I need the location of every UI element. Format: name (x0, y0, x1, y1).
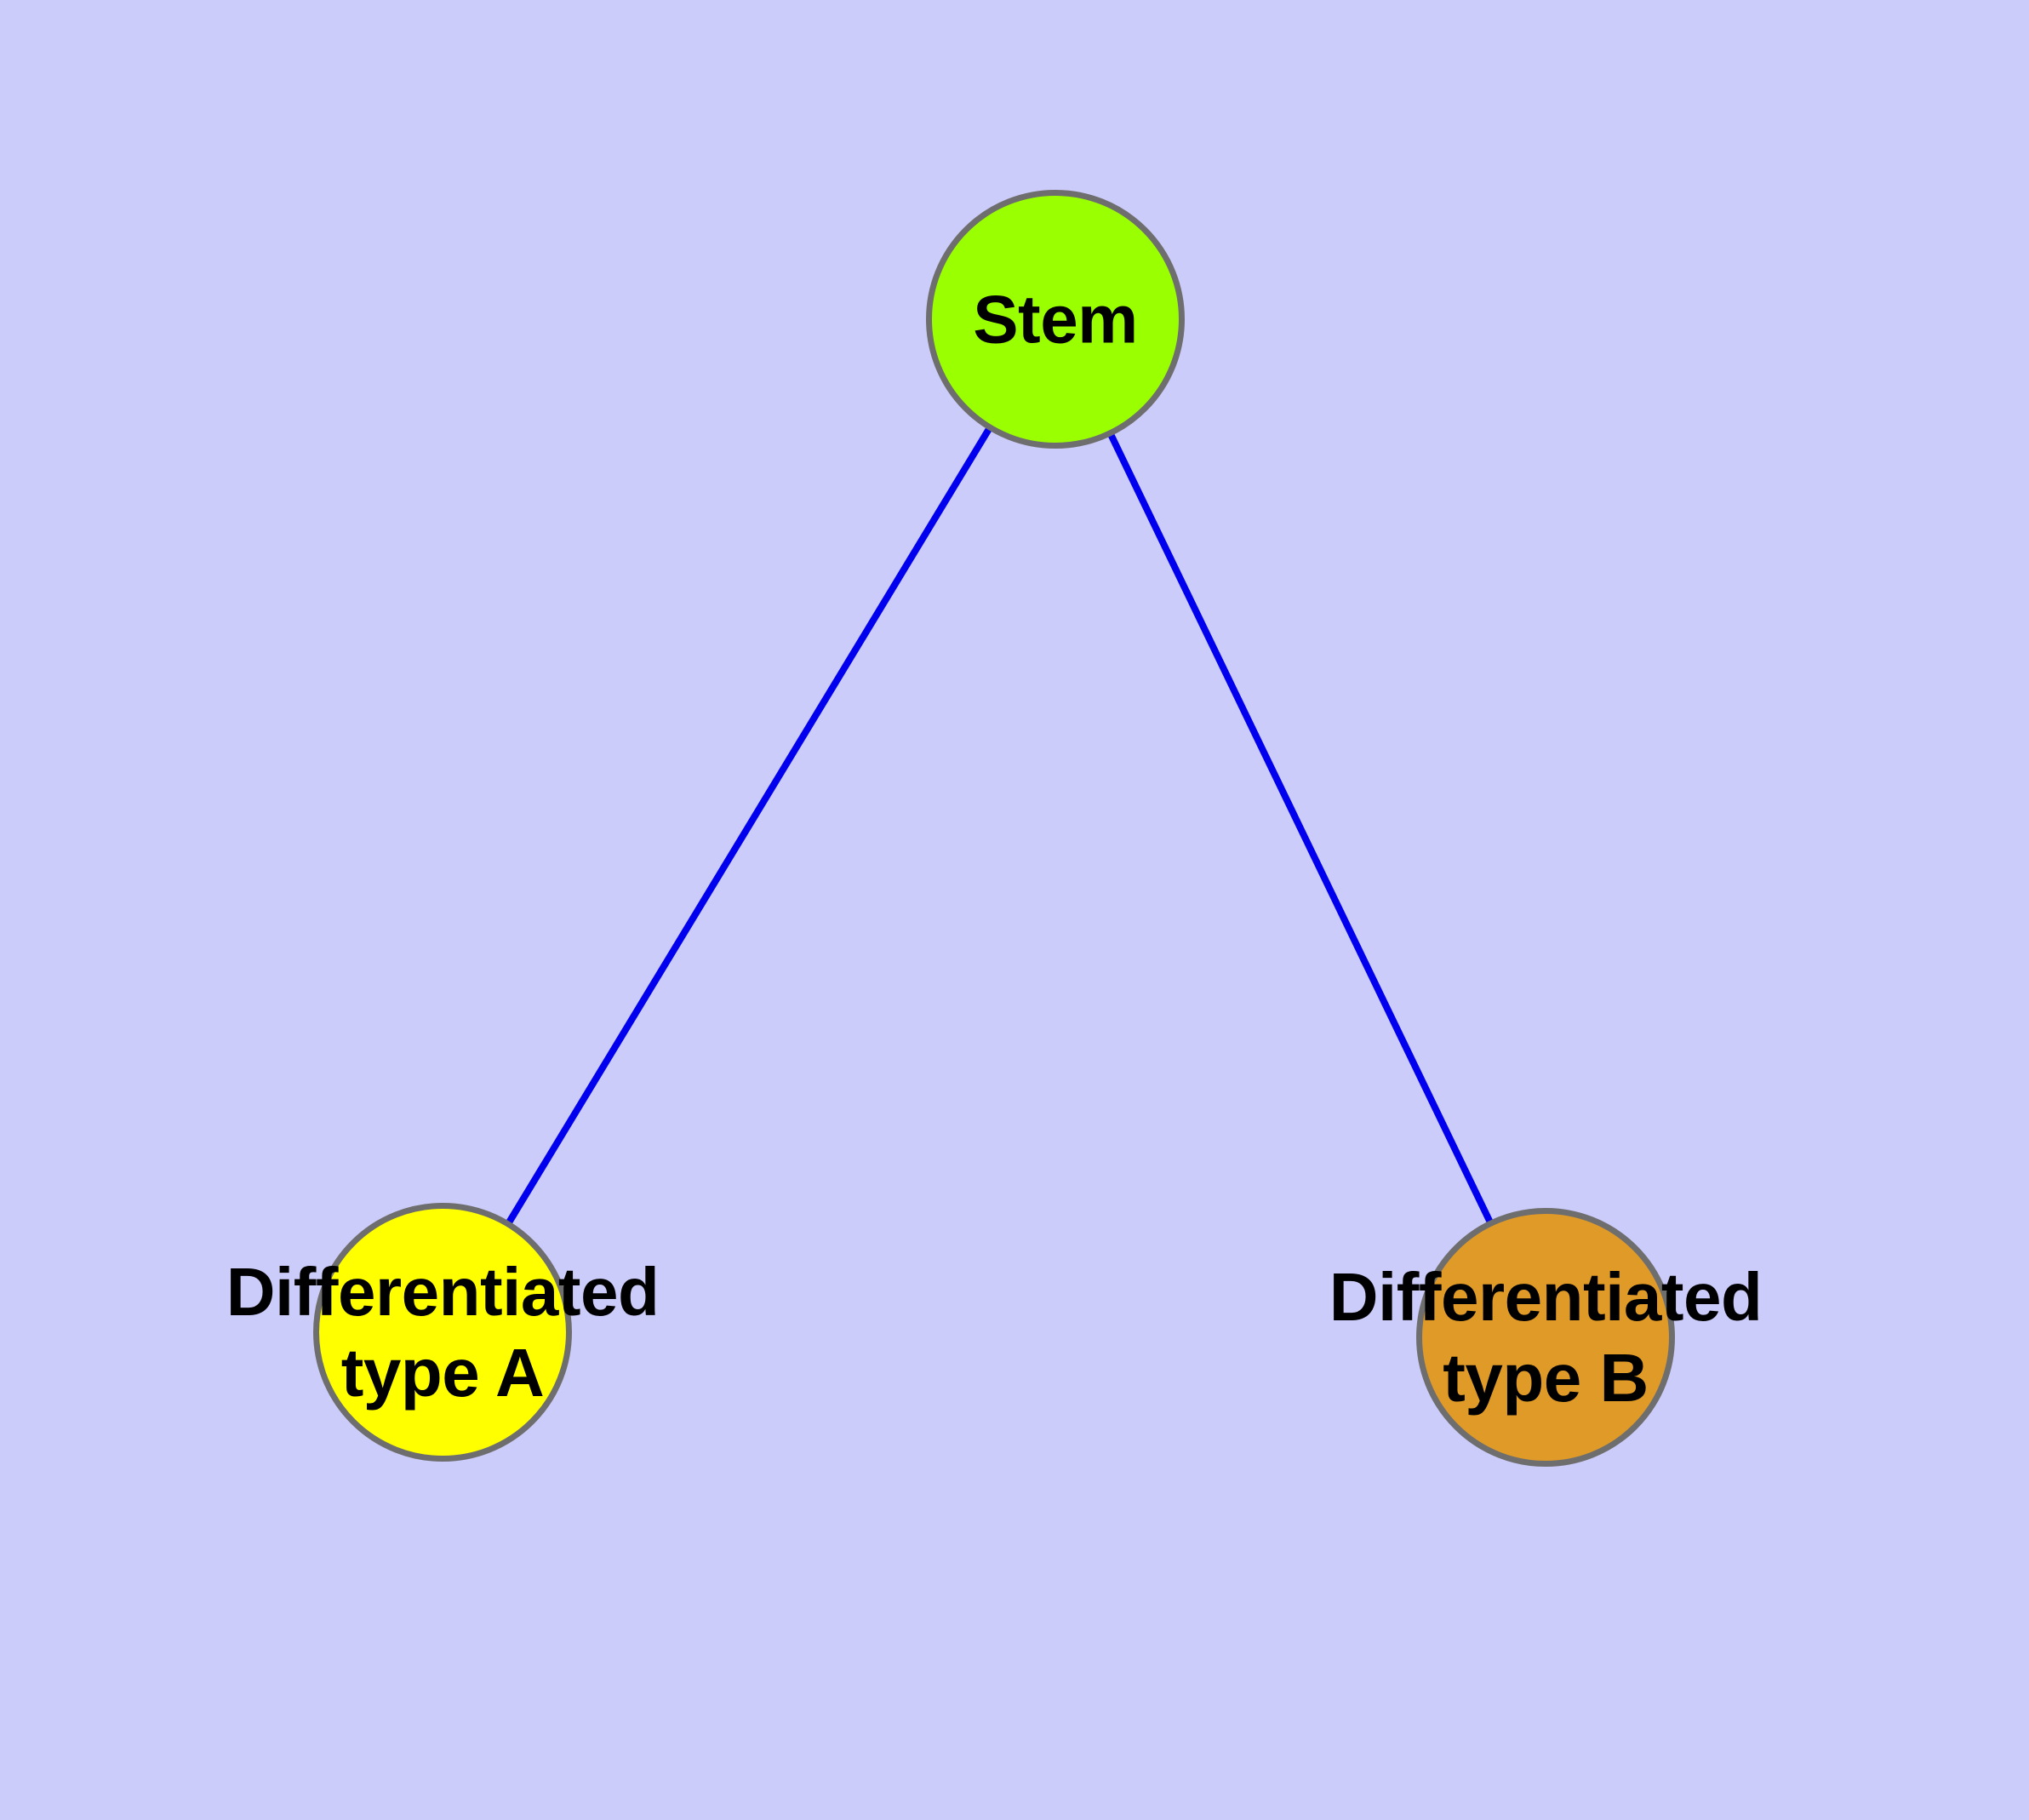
node-circle-diff-b[interactable] (1416, 1208, 1675, 1467)
edges-group (505, 425, 1495, 1227)
edge-stem-to-a (505, 425, 993, 1227)
edge-stem-to-b (1106, 431, 1495, 1226)
node-circle-stem[interactable] (926, 190, 1185, 449)
nodes-group (313, 190, 1675, 1467)
node-circle-diff-a[interactable] (313, 1203, 572, 1462)
